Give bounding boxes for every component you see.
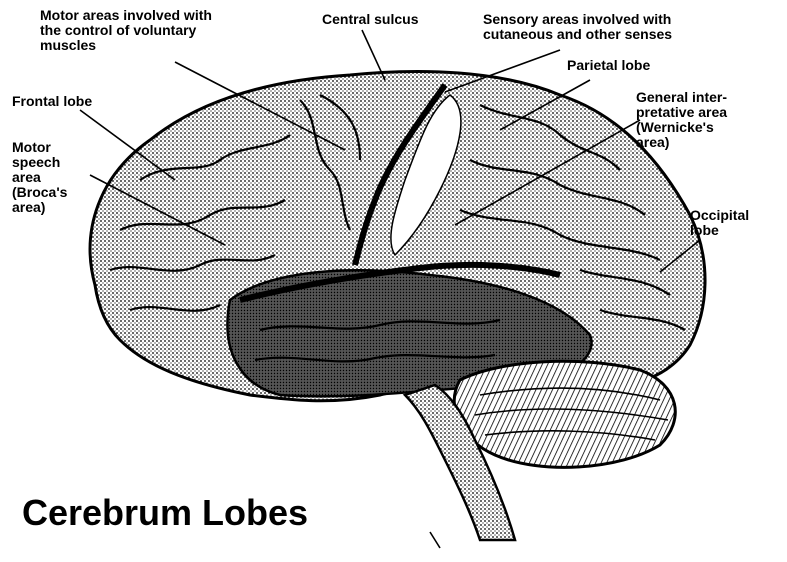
cerebellum-shape bbox=[454, 361, 675, 467]
diagram-title: Cerebrum Lobes bbox=[22, 492, 308, 534]
label-sensory-areas: Sensory areas involved with cutaneous an… bbox=[483, 12, 672, 42]
label-parietal-lobe: Parietal lobe bbox=[567, 58, 650, 73]
label-motor-areas: Motor areas involved with the control of… bbox=[40, 8, 212, 53]
label-occipital-lobe: Occipital lobe bbox=[690, 208, 749, 238]
label-motor-speech: Motor speech area (Broca's area) bbox=[12, 140, 67, 215]
label-frontal-lobe: Frontal lobe bbox=[12, 94, 92, 109]
label-central-sulcus: Central sulcus bbox=[322, 12, 418, 27]
label-general-interpretative: General inter- pretative area (Wernicke'… bbox=[636, 90, 727, 150]
